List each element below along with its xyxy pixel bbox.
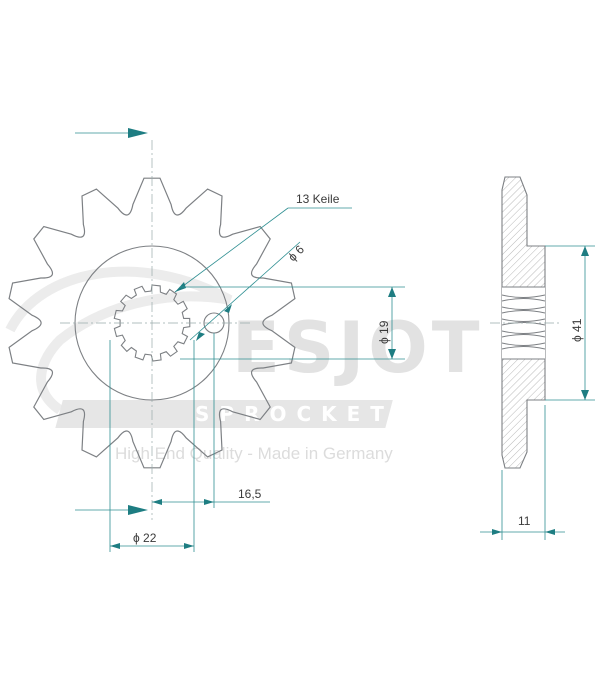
spline-bore xyxy=(113,284,191,362)
sprocket-outline xyxy=(8,177,296,469)
label-hole-diameter: ϕ 6 xyxy=(285,242,307,264)
watermark-swirl xyxy=(5,266,233,415)
watermark-brand: ESJOT xyxy=(232,307,484,389)
front-dimensions xyxy=(75,128,405,552)
sprocket-side-view xyxy=(490,176,560,469)
watermark-band xyxy=(55,400,393,428)
label-keile: 13 Keile xyxy=(296,192,340,206)
label-thickness: 11 xyxy=(518,514,531,528)
label-bore-diameter: ϕ 41 xyxy=(570,318,584,342)
label-hub-diameter: ϕ 22 xyxy=(133,531,157,545)
label-offset: 16,5 xyxy=(238,487,262,501)
side-dimensions xyxy=(480,245,595,540)
sprocket-front-view xyxy=(8,140,296,520)
watermark-tagline: High End Quality - Made in Germany xyxy=(115,444,393,463)
watermark-subtitle: SPROCKETS xyxy=(195,402,418,426)
label-spline-diameter: ϕ 19 xyxy=(377,320,391,344)
watermark: ESJOT SPROCKETS High End Quality - Made … xyxy=(5,266,484,463)
